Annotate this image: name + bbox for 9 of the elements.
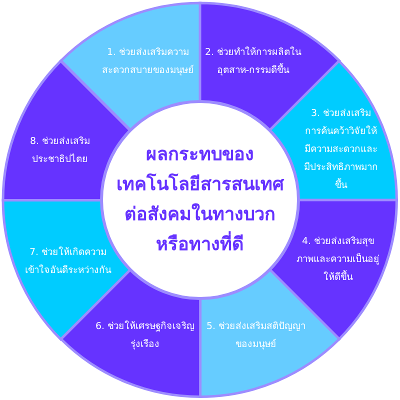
segment-label: 3. ช่วยส่งเสริมการค้นคว้าวิจัยให้มีความสะดวกและมีประสิทธิภาพมากขึ้น <box>304 106 378 193</box>
segment-label: 6. ช่วยให้เศรษฐกิจเจริญรุ่งเรือง <box>94 320 195 352</box>
segment-label: 5. ช่วยส่งเสริมสติปัญญาของมนุษย์ <box>206 320 306 352</box>
segment-label: 8. ช่วยส่งเสริมประชาธิปไตย <box>28 134 92 167</box>
segment-label: 2. ช่วยทำให้การผลิตในอุตสาห-กรรมดีขึ้น <box>204 46 302 78</box>
center-title: ผลกระทบของเทคโนโลยีสารสนเทศต่อสังคมในทางบวกหรือทางที่ดี <box>116 143 286 257</box>
segment-label: 4. ช่วยส่งเสริมสุขภาพและความเป็นอยู่ให้ดีขึ้น <box>296 235 380 285</box>
segment-label: 1. ช่วยส่งเสริมความสะดวกสบายของมนุษย์ <box>100 46 195 78</box>
segment-label: 7. ช่วยให้เกิดความเข้าใจอันดีระหว่างกัน <box>24 246 112 278</box>
